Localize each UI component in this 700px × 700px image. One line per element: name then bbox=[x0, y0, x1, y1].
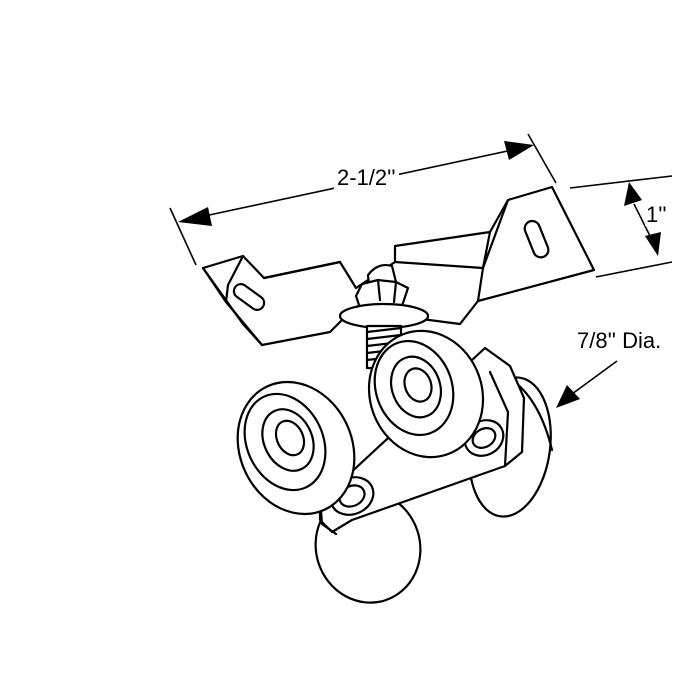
width-extension-line-left bbox=[169, 207, 197, 266]
height-extension-line-bottom bbox=[595, 261, 673, 278]
width-arrowhead-left bbox=[178, 207, 212, 226]
bracket-left-flange-edge bbox=[262, 260, 342, 280]
bracket-center-edge bbox=[393, 260, 485, 270]
dimension-diameter bbox=[556, 360, 618, 408]
bolt-threads bbox=[365, 326, 403, 362]
wheel-front-right-bearing bbox=[403, 367, 433, 403]
bracket-slot-left bbox=[232, 283, 266, 311]
bracket-left-tab-edge bbox=[224, 254, 245, 304]
height-arrowhead-bottom bbox=[645, 232, 661, 256]
dimension-height bbox=[569, 175, 673, 278]
diameter-arrowhead bbox=[556, 385, 580, 408]
diameter-leader-line bbox=[571, 360, 618, 395]
roller-carriage bbox=[236, 329, 554, 604]
wheel-front-left-bearing bbox=[274, 419, 306, 457]
washer bbox=[338, 302, 430, 330]
height-arrowhead-top bbox=[624, 182, 642, 206]
width-dimension-label: 2-1/2'' bbox=[334, 167, 399, 189]
axle-rivet-right-center bbox=[471, 427, 497, 449]
height-extension-line-top bbox=[569, 175, 673, 189]
width-extension-line-right bbox=[527, 133, 557, 184]
height-dimension-label: 1'' bbox=[645, 202, 668, 227]
diameter-dimension-label: 7/8'' Dia. bbox=[574, 330, 665, 352]
nut-facets bbox=[376, 278, 398, 304]
carriage-side-fold bbox=[488, 370, 510, 468]
height-dimension-line bbox=[633, 203, 652, 239]
bracket-right-tab-edge bbox=[481, 230, 492, 270]
mounting-bracket bbox=[201, 185, 596, 347]
bracket-slot-right bbox=[523, 219, 550, 259]
width-arrowhead-right bbox=[504, 141, 534, 160]
